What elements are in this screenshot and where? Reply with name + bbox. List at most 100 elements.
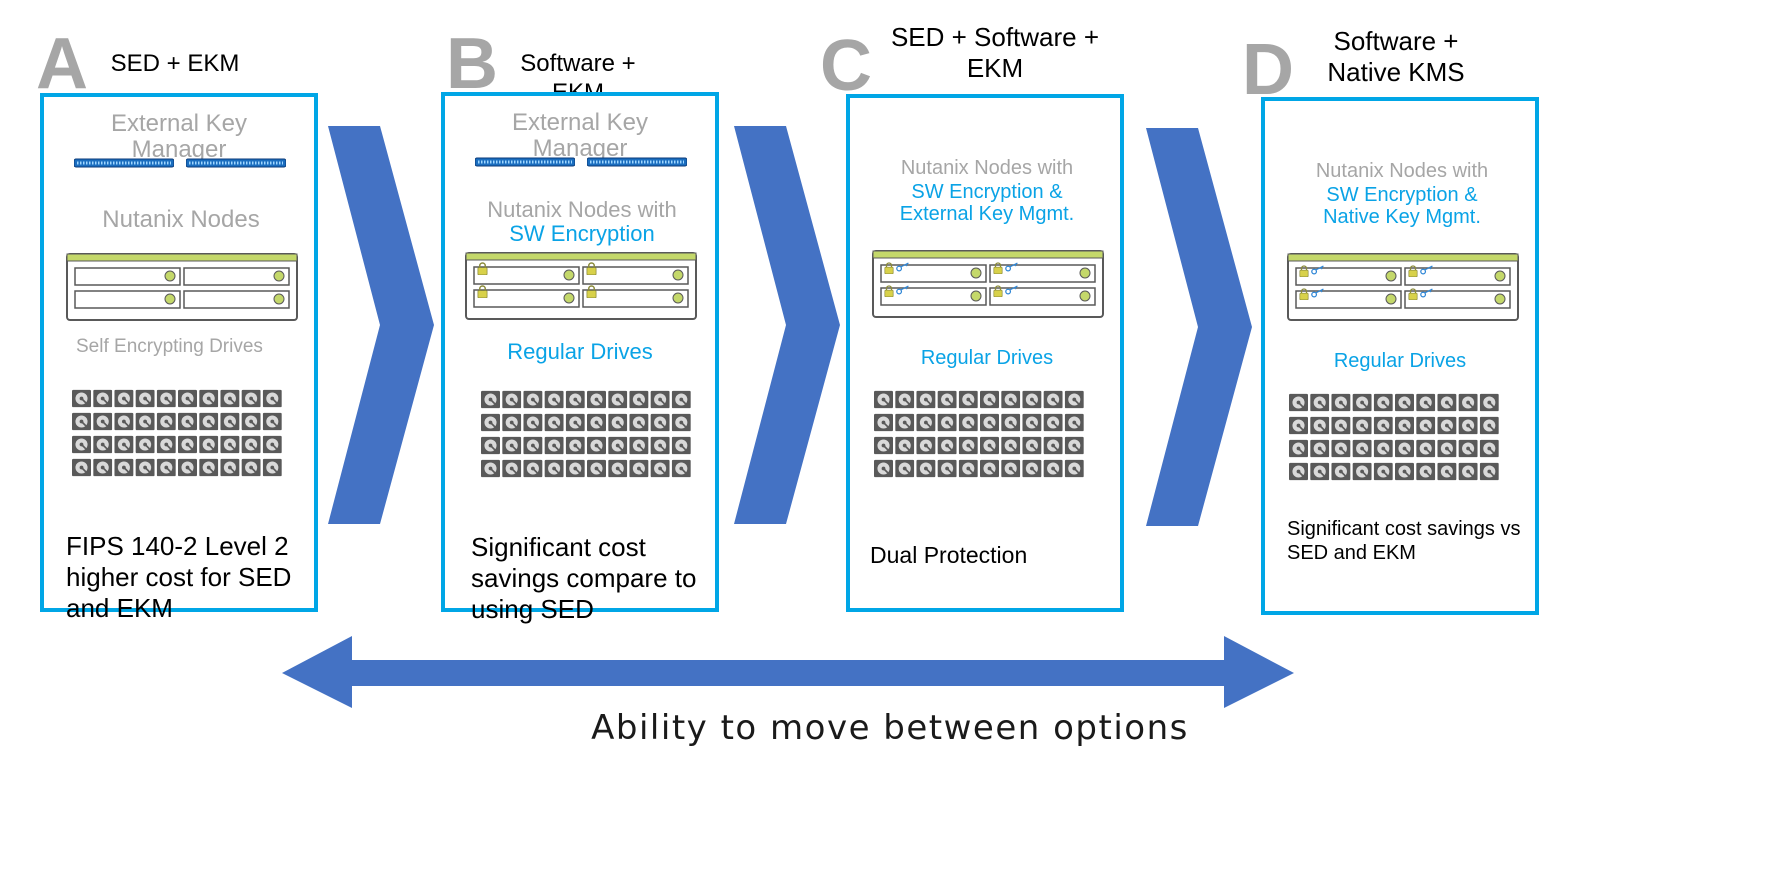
hard-drive-icon bbox=[1331, 393, 1351, 412]
hard-drive-icon bbox=[502, 390, 522, 409]
hard-drive-icon bbox=[1043, 459, 1063, 478]
hard-drive-icon bbox=[608, 413, 628, 432]
hard-drive-icon bbox=[650, 413, 670, 432]
hard-drive-icon bbox=[1043, 413, 1063, 432]
hard-drive-icon bbox=[523, 390, 543, 409]
hard-drive-icon bbox=[916, 436, 936, 455]
hard-drive-icon bbox=[1022, 436, 1042, 455]
option-b-drives-label: Regular Drives bbox=[507, 339, 653, 364]
chevron-right-arrow bbox=[328, 126, 434, 524]
hard-drive-icon bbox=[1373, 462, 1393, 481]
hard-drive-icon bbox=[629, 390, 649, 409]
hard-drive-icon bbox=[1331, 416, 1351, 435]
hard-drive-icon bbox=[1458, 393, 1478, 412]
hard-drive-icon bbox=[199, 435, 219, 454]
hard-drive-icon bbox=[178, 435, 197, 454]
hard-drive-icon bbox=[980, 436, 999, 455]
hard-drive-icon bbox=[481, 390, 500, 409]
hard-drive-icon bbox=[1001, 459, 1021, 478]
hard-drive-icon bbox=[178, 412, 197, 431]
hard-drive-icon bbox=[1479, 393, 1499, 412]
hard-drive-icon bbox=[1416, 462, 1436, 481]
hard-drive-icon bbox=[1416, 439, 1436, 458]
hard-drive-icon bbox=[1001, 390, 1021, 409]
hard-drive-icon bbox=[608, 390, 628, 409]
hard-drive-icon bbox=[241, 435, 261, 454]
hard-drive-icon bbox=[1395, 462, 1414, 481]
hard-drive-icon bbox=[1373, 439, 1393, 458]
hard-drive-icon bbox=[523, 459, 543, 478]
hard-drive-icon bbox=[980, 459, 999, 478]
hard-drive-icon bbox=[1289, 439, 1308, 458]
hard-drive-icon bbox=[565, 459, 585, 478]
hard-drive-icon bbox=[916, 390, 936, 409]
hard-drive-icon bbox=[241, 412, 261, 431]
hard-drive-icon bbox=[937, 436, 957, 455]
option-b-nodes-label-highlight: SW Encryption bbox=[509, 221, 655, 246]
hard-drive-icon bbox=[1331, 462, 1351, 481]
hard-drive-icon bbox=[93, 412, 113, 431]
hard-drive-icon bbox=[1289, 393, 1308, 412]
hard-drive-icon bbox=[156, 389, 176, 408]
hard-drive-icon bbox=[1352, 439, 1372, 458]
hard-drive-icon bbox=[1479, 439, 1499, 458]
hard-drive-icon bbox=[93, 435, 113, 454]
hard-drive-icon bbox=[523, 413, 543, 432]
hard-drive-icon bbox=[1458, 462, 1478, 481]
hard-drive-icon bbox=[1064, 413, 1084, 432]
hard-drive-icon bbox=[1437, 462, 1457, 481]
hard-drive-icon bbox=[544, 390, 564, 409]
hard-drive-icon bbox=[1022, 390, 1042, 409]
hard-drive-icon bbox=[565, 413, 585, 432]
hard-drive-icon bbox=[1289, 462, 1308, 481]
option-c-drives-label: Regular Drives bbox=[920, 347, 1054, 369]
hard-drive-icon bbox=[1064, 390, 1084, 409]
hard-drive-icon bbox=[502, 436, 522, 455]
hard-drive-icon bbox=[587, 390, 606, 409]
hard-drive-icon bbox=[671, 390, 691, 409]
option-d-bottom-text: Significant cost savings vs SED and EKM bbox=[1287, 518, 1521, 564]
hard-drive-icon bbox=[587, 459, 606, 478]
hard-drive-icon bbox=[874, 390, 893, 409]
hard-drive-icon bbox=[114, 435, 134, 454]
hard-drive-icon bbox=[958, 390, 978, 409]
option-c-title: SED + Software + EKM bbox=[890, 22, 1100, 84]
chevron-right-arrow bbox=[1146, 128, 1252, 526]
hard-drive-icon bbox=[1310, 393, 1330, 412]
hard-drive-icon bbox=[544, 413, 564, 432]
hard-drive-icon bbox=[1352, 393, 1372, 412]
hard-drive-icon bbox=[671, 459, 691, 478]
hard-drive-icon bbox=[262, 412, 282, 431]
hard-drive-icon bbox=[481, 413, 500, 432]
option-b-ekm-label: External Key Manager bbox=[511, 109, 649, 162]
hard-drive-icon bbox=[895, 413, 915, 432]
hard-drive-icon bbox=[916, 413, 936, 432]
hard-drive-icon bbox=[114, 412, 134, 431]
hard-drive-icon bbox=[502, 459, 522, 478]
hard-drive-icon bbox=[1043, 390, 1063, 409]
drive-grid bbox=[1289, 393, 1499, 481]
hard-drive-icon bbox=[220, 389, 240, 408]
hard-drive-icon bbox=[1479, 462, 1499, 481]
server-chassis-icon bbox=[66, 253, 298, 321]
hard-drive-icon bbox=[199, 458, 219, 477]
server-chassis-icon bbox=[1287, 253, 1519, 321]
hard-drive-icon bbox=[220, 458, 240, 477]
option-d-nodes-label: Nutanix Nodes with bbox=[1315, 160, 1489, 182]
hard-drive-icon bbox=[650, 390, 670, 409]
hard-drive-icon bbox=[156, 412, 176, 431]
hard-drive-icon bbox=[1001, 436, 1021, 455]
hard-drive-icon bbox=[1416, 416, 1436, 435]
hard-drive-icon bbox=[262, 458, 282, 477]
hard-drive-icon bbox=[874, 413, 893, 432]
hard-drive-icon bbox=[629, 436, 649, 455]
hard-drive-icon bbox=[72, 412, 91, 431]
hard-drive-icon bbox=[199, 389, 219, 408]
hard-drive-icon bbox=[587, 413, 606, 432]
hard-drive-icon bbox=[895, 436, 915, 455]
hard-drive-icon bbox=[1022, 413, 1042, 432]
hard-drive-icon bbox=[481, 459, 500, 478]
hard-drive-icon bbox=[937, 413, 957, 432]
hard-drive-icon bbox=[1437, 416, 1457, 435]
hard-drive-icon bbox=[135, 458, 155, 477]
